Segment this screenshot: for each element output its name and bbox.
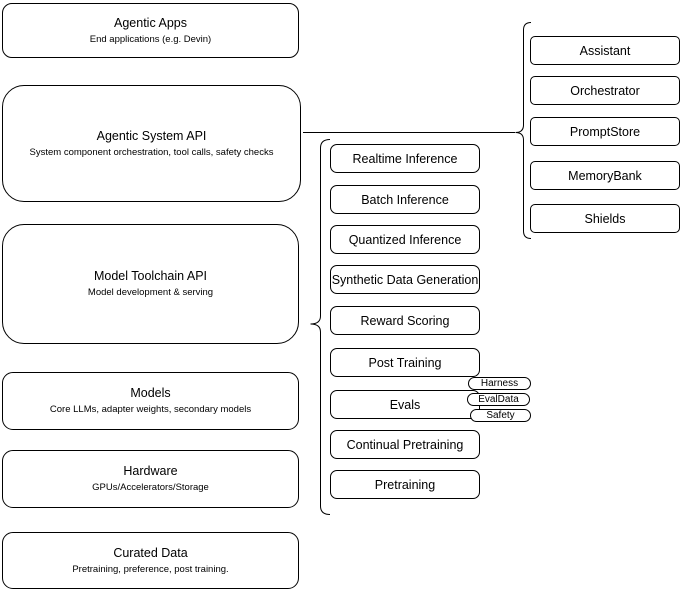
toolchain-brace	[310, 139, 331, 515]
box-curated-data-subtitle: Pretraining, preference, post training.	[72, 563, 229, 575]
node-continual-pretraining: Continual Pretraining	[330, 430, 480, 459]
component-memorybank: MemoryBank	[530, 161, 680, 190]
component-shields: Shields	[530, 204, 680, 233]
node-reward-scoring: Reward Scoring	[330, 306, 480, 335]
tag-evaldata-label: EvalData	[478, 393, 519, 405]
node-synthetic-data-generation: Synthetic Data Generation	[330, 265, 480, 294]
node-realtime-inference-label: Realtime Inference	[352, 151, 458, 166]
node-evals: Evals	[330, 390, 480, 419]
tag-harness: Harness	[468, 377, 531, 390]
node-pretraining: Pretraining	[330, 470, 480, 499]
component-orchestrator-label: Orchestrator	[570, 83, 640, 98]
box-agentic-system-api-title: Agentic System API	[96, 128, 207, 143]
component-assistant: Assistant	[530, 36, 680, 65]
box-model-toolchain-api-title: Model Toolchain API	[93, 269, 208, 284]
component-assistant-label: Assistant	[579, 43, 631, 58]
box-hardware-subtitle: GPUs/Accelerators/Storage	[92, 482, 209, 494]
node-pretraining-label: Pretraining	[374, 477, 436, 492]
box-model-toolchain-api: Model Toolchain API Model development & …	[2, 224, 299, 344]
node-realtime-inference: Realtime Inference	[330, 144, 480, 173]
node-quantized-inference: Quantized Inference	[330, 225, 480, 254]
tag-safety: Safety	[470, 409, 531, 422]
node-batch-inference-label: Batch Inference	[361, 192, 449, 207]
node-evals-label: Evals	[389, 397, 421, 412]
node-batch-inference: Batch Inference	[330, 185, 480, 214]
box-curated-data-title: Curated Data	[113, 545, 188, 560]
component-shields-label: Shields	[584, 211, 626, 226]
component-promptstore: PromptStore	[530, 117, 680, 146]
node-post-training: Post Training	[330, 348, 480, 377]
box-agentic-apps: Agentic Apps End applications (e.g. Devi…	[2, 3, 299, 58]
box-agentic-system-api-subtitle: System component orchestration, tool cal…	[29, 146, 274, 158]
tag-harness-label: Harness	[480, 377, 519, 389]
box-curated-data: Curated Data Pretraining, preference, po…	[2, 532, 299, 589]
box-model-toolchain-api-subtitle: Model development & serving	[87, 287, 214, 299]
box-hardware: Hardware GPUs/Accelerators/Storage	[2, 450, 299, 508]
node-synthetic-data-generation-label: Synthetic Data Generation	[331, 272, 479, 287]
node-continual-pretraining-label: Continual Pretraining	[346, 437, 464, 452]
node-quantized-inference-label: Quantized Inference	[348, 232, 462, 247]
components-brace	[515, 22, 532, 239]
node-post-training-label: Post Training	[368, 355, 442, 370]
box-models: Models Core LLMs, adapter weights, secon…	[2, 372, 299, 430]
box-agentic-system-api: Agentic System API System component orch…	[2, 85, 301, 202]
tag-safety-label: Safety	[486, 409, 515, 421]
component-promptstore-label: PromptStore	[569, 124, 641, 139]
node-reward-scoring-label: Reward Scoring	[360, 313, 450, 328]
component-memorybank-label: MemoryBank	[568, 168, 642, 183]
box-models-subtitle: Core LLMs, adapter weights, secondary mo…	[49, 404, 252, 416]
component-orchestrator: Orchestrator	[530, 76, 680, 105]
box-agentic-apps-subtitle: End applications (e.g. Devin)	[89, 33, 212, 45]
box-hardware-title: Hardware	[123, 464, 178, 479]
box-models-title: Models	[130, 386, 171, 401]
box-agentic-apps-title: Agentic Apps	[114, 15, 187, 30]
tag-evaldata: EvalData	[467, 393, 530, 406]
